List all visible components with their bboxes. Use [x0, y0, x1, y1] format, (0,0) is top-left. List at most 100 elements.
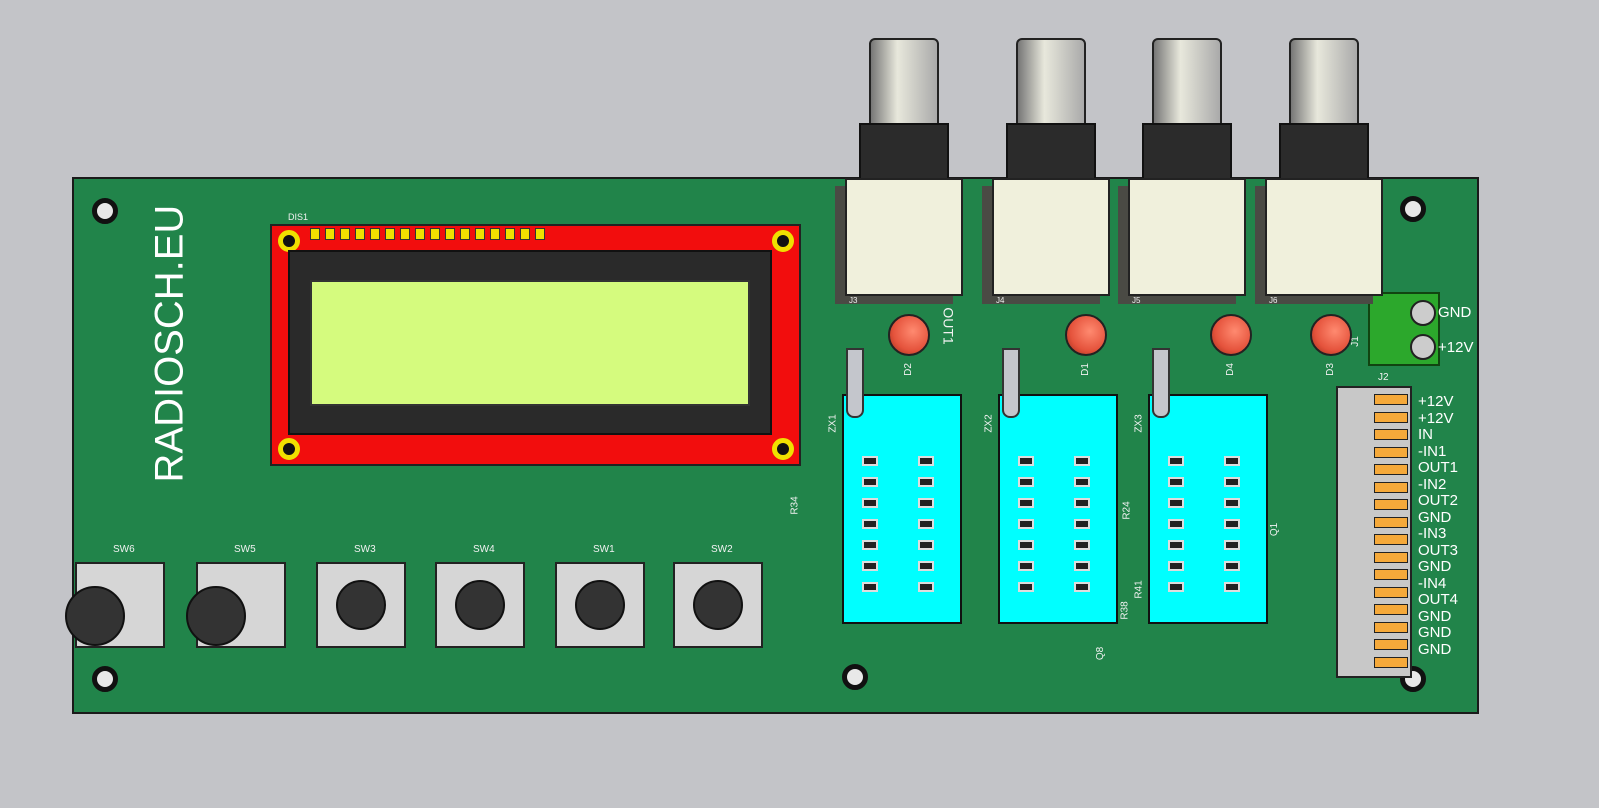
lcd-pin: [325, 228, 335, 240]
bnc-nut: [1006, 123, 1096, 183]
connector-pin: [1374, 481, 1408, 493]
ref-r41: R41: [1133, 580, 1145, 599]
bnc-barrel: [1289, 38, 1359, 128]
led-ref: D1: [1079, 363, 1091, 376]
socket-contact: [1074, 582, 1090, 592]
ref-j2: J2: [1378, 372, 1389, 383]
io-connector-j2[interactable]: [1336, 386, 1412, 678]
connector-pin: [1374, 394, 1408, 405]
led-ref: D3: [1324, 363, 1336, 376]
terminal-label-gnd: GND: [1438, 304, 1472, 321]
tactile-button[interactable]: [673, 562, 763, 648]
button-ref: SW1: [593, 544, 615, 555]
connector-pin-label: -IN2: [1418, 475, 1447, 493]
button-cap[interactable]: [575, 580, 625, 630]
ref-r34: R34: [789, 496, 801, 515]
bnc-nut: [1142, 123, 1232, 183]
bnc-barrel: [1152, 38, 1222, 128]
socket-contact: [1074, 561, 1090, 571]
led: [1065, 314, 1107, 356]
display-ref: DIS1: [288, 212, 309, 222]
lcd-display: [270, 224, 801, 466]
button-ref: SW4: [473, 544, 495, 555]
button-cap[interactable]: [336, 580, 386, 630]
bnc-ref: J6: [1269, 296, 1278, 305]
socket-contact: [862, 519, 878, 529]
lcd-pin: [460, 228, 470, 240]
button-cap[interactable]: [693, 580, 743, 630]
button-ref: SW3: [354, 544, 376, 555]
tactile-button[interactable]: [186, 562, 286, 648]
mounting-hole: [842, 664, 868, 690]
socket-contact: [1224, 498, 1240, 508]
connector-pin: [1374, 516, 1408, 528]
lcd-pin: [445, 228, 455, 240]
socket-contact: [1074, 519, 1090, 529]
connector-pin: [1374, 586, 1408, 598]
connector-pin: [1374, 534, 1408, 545]
socket-contact: [918, 561, 934, 571]
socket-contact: [1224, 477, 1240, 487]
socket-contact: [1018, 477, 1034, 487]
button-ref: SW2: [711, 544, 733, 555]
led-ref: D4: [1224, 363, 1236, 376]
power-terminal-block[interactable]: [1368, 292, 1440, 366]
button-cap[interactable]: [455, 580, 505, 630]
bnc-housing: [1128, 178, 1246, 296]
led: [888, 314, 930, 356]
socket-contact: [862, 582, 878, 592]
terminal-label-12v: +12V: [1438, 339, 1474, 356]
socket-contact: [918, 582, 934, 592]
socket-contact: [1074, 456, 1090, 466]
tactile-button[interactable]: [316, 562, 406, 648]
lcd-mount-hole: [278, 230, 300, 252]
socket-contact: [1224, 456, 1240, 466]
terminal-screw[interactable]: [1410, 300, 1436, 326]
socket-contact: [1224, 561, 1240, 571]
lcd-pin: [385, 228, 395, 240]
connector-pin: [1374, 569, 1408, 580]
lcd-mount-hole: [278, 438, 300, 460]
led: [1210, 314, 1252, 356]
lcd-pin: [475, 228, 485, 240]
bnc-barrel: [869, 38, 939, 128]
socket-contact: [862, 561, 878, 571]
socket-contact: [1168, 456, 1184, 466]
led-out1-label: OUT1: [940, 307, 957, 345]
lcd-pin: [415, 228, 425, 240]
terminal-screw[interactable]: [1410, 334, 1436, 360]
brand-label: RADIOSCH.EU: [147, 204, 192, 483]
lcd-pin: [490, 228, 500, 240]
tactile-button[interactable]: [65, 562, 165, 648]
connector-pin: [1374, 499, 1408, 510]
bnc-barrel: [1016, 38, 1086, 128]
socket-contact: [918, 498, 934, 508]
zif-lever[interactable]: [1002, 348, 1020, 418]
tactile-button[interactable]: [555, 562, 645, 648]
zif-socket[interactable]: [842, 394, 962, 624]
tactile-button[interactable]: [435, 562, 525, 648]
lcd-pin: [535, 228, 545, 240]
socket-contact: [1074, 540, 1090, 550]
lcd-mount-hole: [772, 438, 794, 460]
zif-socket[interactable]: [1148, 394, 1268, 624]
connector-pin-label: +12V: [1418, 393, 1454, 410]
zif-lever[interactable]: [1152, 348, 1170, 418]
bnc-ref: J5: [1132, 296, 1141, 305]
zif-socket[interactable]: [998, 394, 1118, 624]
bnc-ref: J4: [996, 296, 1005, 305]
socket-contact: [1018, 456, 1034, 466]
socket-ref: ZX2: [983, 414, 995, 433]
socket-contact: [862, 540, 878, 550]
socket-contact: [862, 477, 878, 487]
connector-pin: [1374, 551, 1408, 563]
socket-contact: [1168, 561, 1184, 571]
button-cap[interactable]: [186, 586, 246, 646]
zif-lever[interactable]: [846, 348, 864, 418]
lcd-pin: [520, 228, 530, 240]
socket-contact: [1018, 540, 1034, 550]
mounting-hole: [92, 666, 118, 692]
socket-contact: [918, 540, 934, 550]
connector-pin-label: GND: [1418, 508, 1452, 526]
button-cap[interactable]: [65, 586, 125, 646]
